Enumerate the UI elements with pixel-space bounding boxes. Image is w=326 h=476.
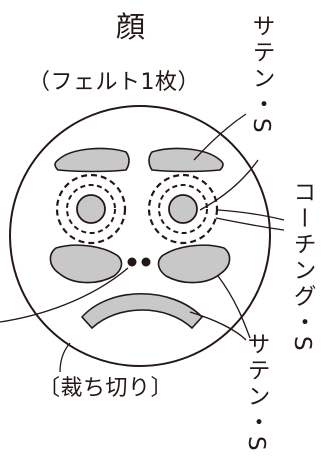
- leader-eye-1: [217, 209, 285, 221]
- nose-dot-left: [127, 257, 137, 267]
- diagram-subtitle: （フェルト1枚）: [28, 70, 200, 95]
- callout-brows-satin-stitch: サテン・S: [248, 14, 274, 136]
- face-outline: [9, 105, 271, 367]
- nose-dot-right: [141, 257, 151, 267]
- leader-cut: [59, 342, 71, 373]
- callout-eyes-couching-stitch: コーチング・S: [289, 180, 315, 354]
- cutout-label: 〔裁ち切り〕: [38, 376, 174, 401]
- left-eyebrow: [54, 147, 130, 173]
- left-eye: [55, 173, 127, 245]
- leader-lines: [0, 113, 285, 373]
- leader-brow: [193, 113, 247, 161]
- right-eyebrow: [148, 147, 224, 173]
- leader-mouth: [189, 311, 247, 341]
- right-cheek: [157, 244, 231, 284]
- callout-cheeks-mouth-satin-stitch: サテン・S: [243, 332, 269, 454]
- leader-eye-2: [215, 217, 285, 231]
- right-eye: [147, 173, 219, 245]
- diagram-title: 顔: [116, 10, 146, 44]
- leader-cheek: [217, 275, 251, 339]
- left-cheek: [49, 244, 123, 284]
- leader-left: [0, 267, 129, 323]
- mouth: [80, 293, 204, 330]
- leader-eye-satin: [199, 159, 259, 211]
